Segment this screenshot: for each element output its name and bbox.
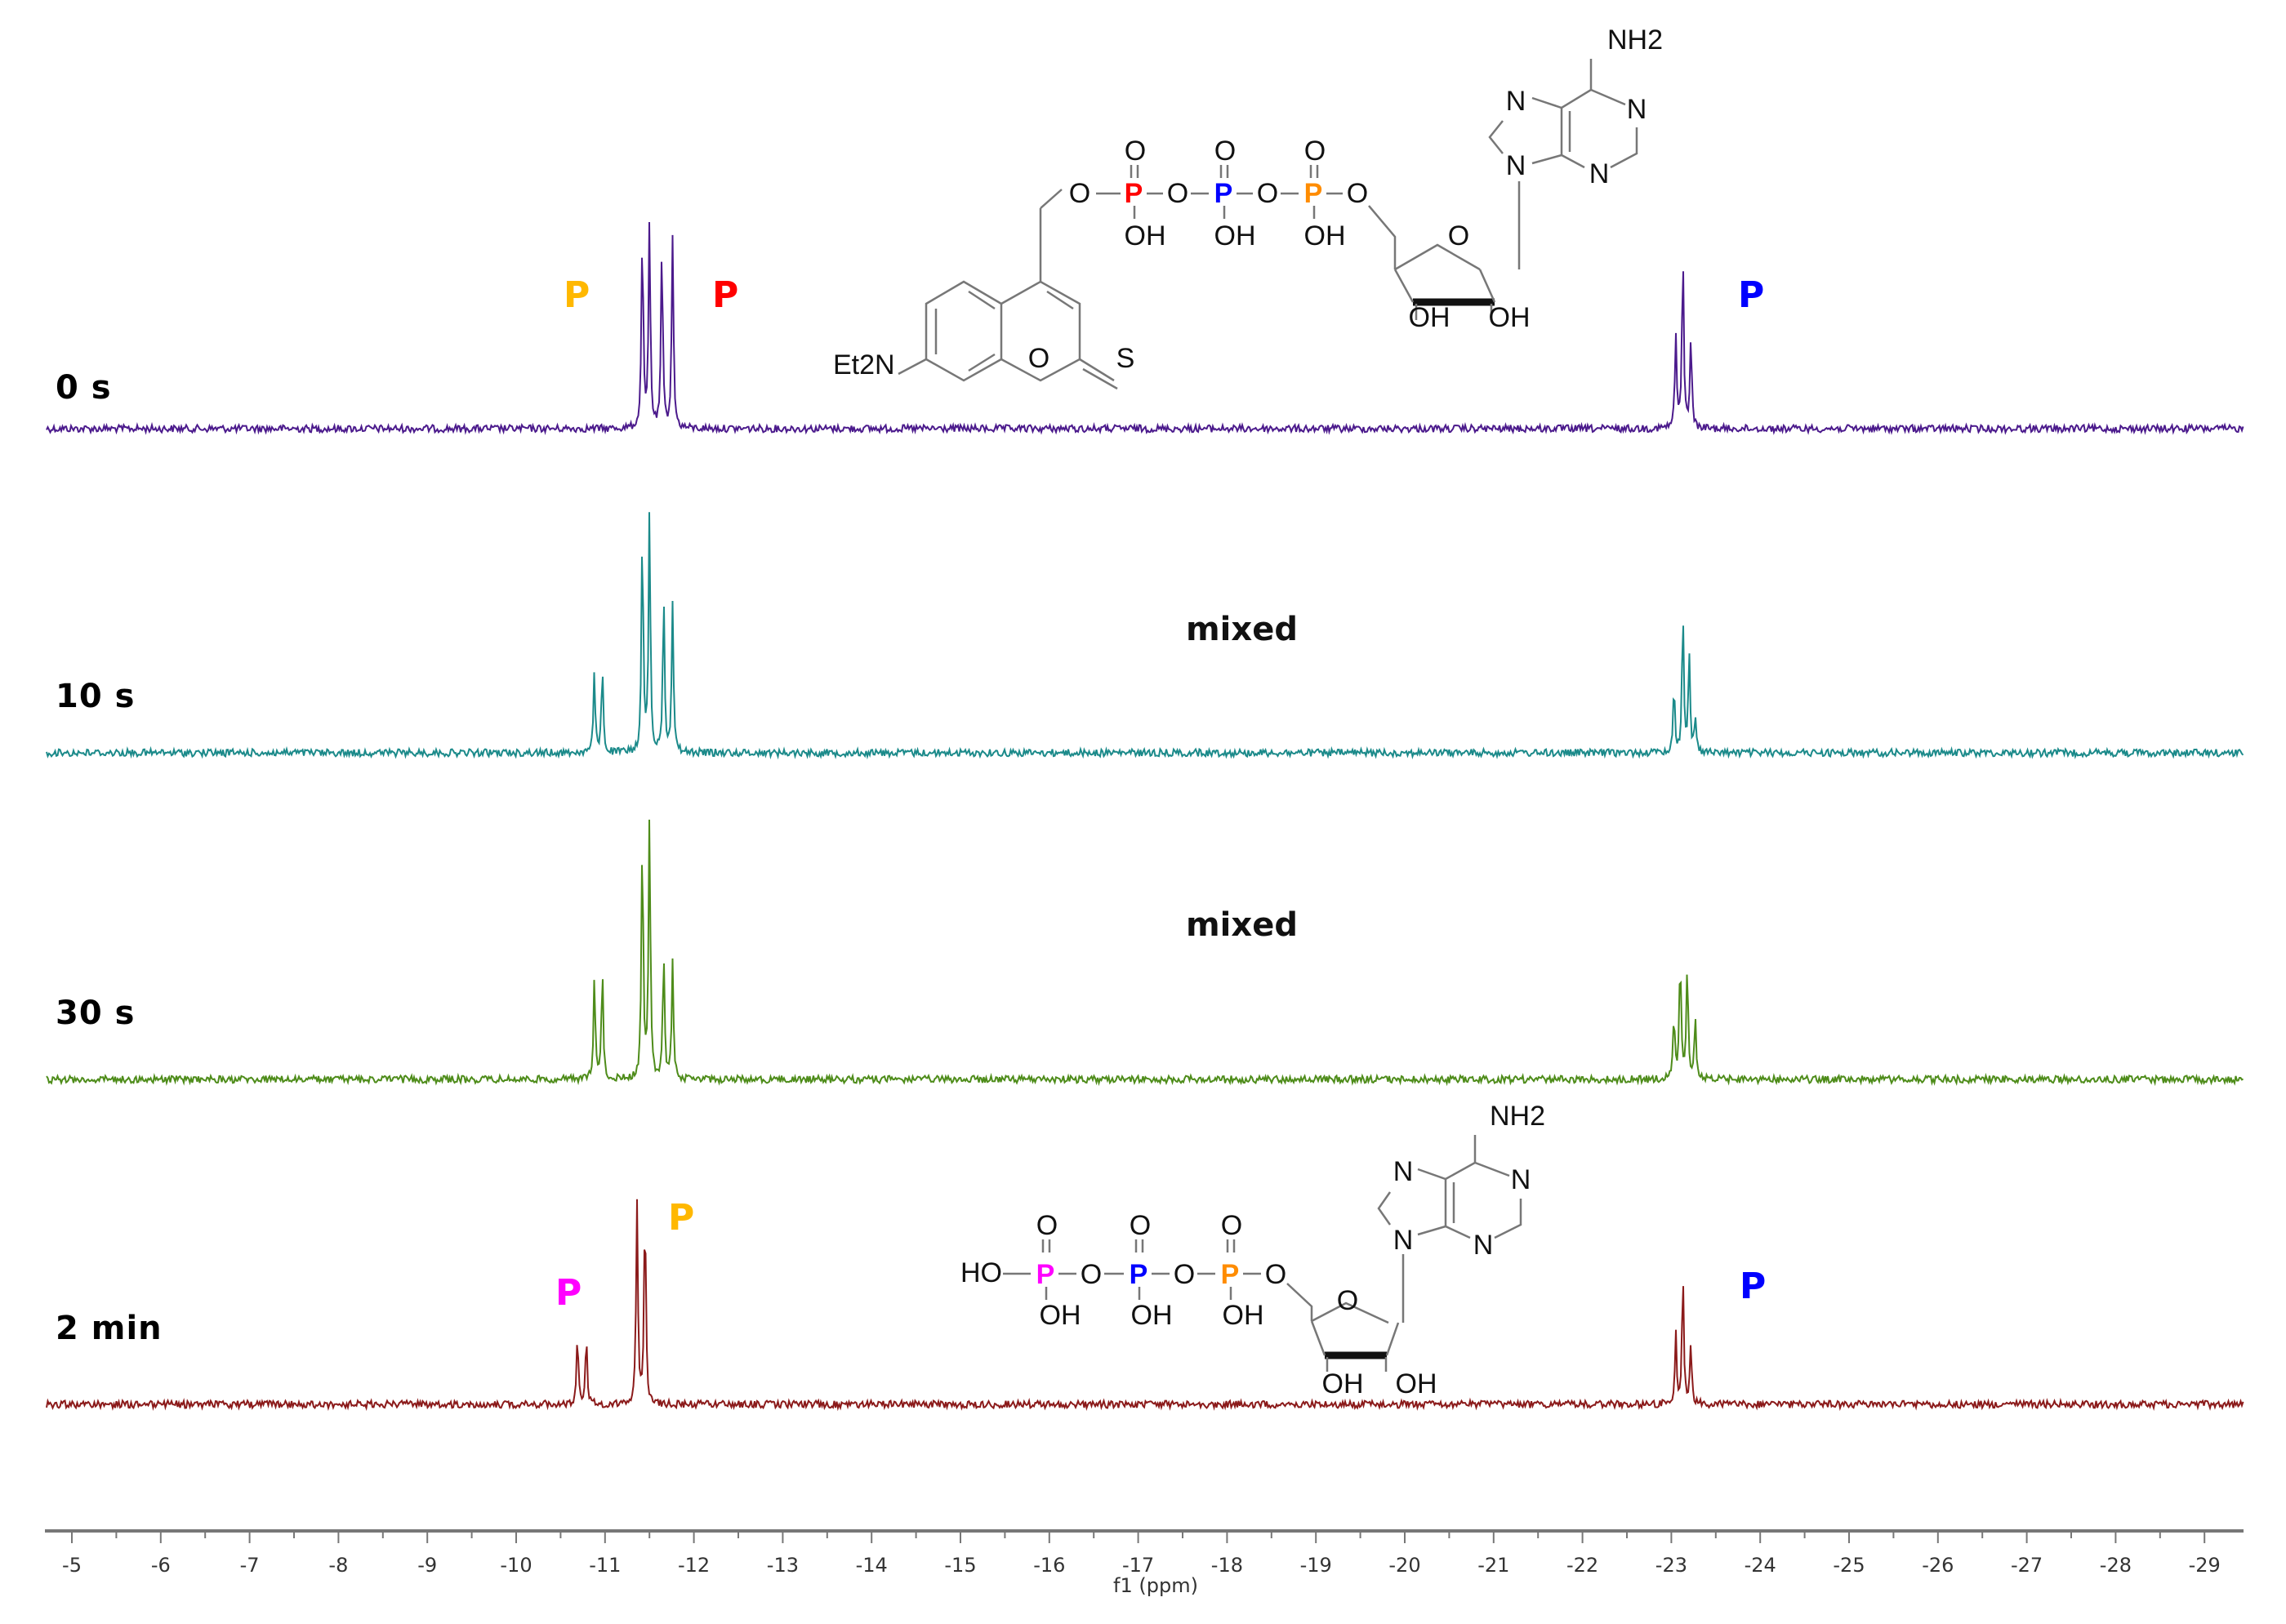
svg-text:O: O (1130, 1210, 1151, 1241)
svg-text:O: O (1081, 1259, 1102, 1290)
x-axis-title: f1 (ppm) (1113, 1574, 1198, 1597)
svg-text:N: N (1393, 1225, 1414, 1256)
atp-structure: HO P O P O P O O O O OH OH OH O OH OH (960, 1101, 1545, 1399)
svg-text:N: N (1627, 94, 1647, 125)
x-tick-label: -16 (1033, 1554, 1065, 1577)
p-label-gamma-2min: P (555, 1272, 582, 1314)
x-tick-label: -11 (589, 1554, 621, 1577)
p-label-gamma-0s: P (564, 274, 590, 316)
p-beta-atp: P (1130, 1259, 1148, 1290)
x-tick-label: -17 (1122, 1554, 1154, 1577)
svg-text:NH2: NH2 (1490, 1101, 1545, 1132)
x-tick-label: -28 (2100, 1554, 2132, 1577)
svg-text:O: O (1036, 1210, 1058, 1241)
svg-text:N: N (1511, 1164, 1531, 1195)
et2n-label: Et2N (833, 349, 895, 380)
p-gamma-cage: P (1304, 178, 1323, 209)
svg-text:O: O (1167, 178, 1188, 209)
x-tick-label: -12 (678, 1554, 710, 1577)
mixed-label-30s: mixed (1186, 906, 1298, 944)
svg-text:N: N (1589, 158, 1610, 189)
svg-text:O: O (1448, 220, 1469, 251)
svg-text:OH: OH (1304, 220, 1346, 251)
svg-text:O: O (1347, 178, 1368, 209)
x-axis-ticks: -5 -6 -7 -8 -9 -10 -11 -12 -13 -14 -15 -16 -17 -18 -19… (62, 1531, 2221, 1577)
x-tick-label: -6 (151, 1554, 171, 1577)
spectrum-trace-0s (46, 221, 2244, 436)
p-label-alpha-0s: P (712, 274, 739, 316)
svg-text:O: O (1257, 178, 1278, 209)
svg-text:OH: OH (1223, 1300, 1264, 1331)
svg-text:O: O (1069, 178, 1090, 209)
x-tick-label: -25 (1833, 1554, 1865, 1577)
svg-text:OH: OH (1409, 302, 1450, 333)
svg-text:S: S (1116, 343, 1135, 374)
x-tick-label: -26 (1922, 1554, 1954, 1577)
x-tick-label: -10 (500, 1554, 532, 1577)
x-tick-label: -21 (1477, 1554, 1509, 1577)
svg-text:O: O (1214, 136, 1236, 167)
mixed-label-10s: mixed (1186, 611, 1298, 648)
svg-text:O: O (1125, 136, 1146, 167)
svg-text:NH2: NH2 (1607, 24, 1663, 56)
x-tick-label: -7 (240, 1554, 260, 1577)
x-tick-label: -8 (328, 1554, 348, 1577)
x-tick-label: -22 (1566, 1554, 1598, 1577)
x-tick-label: -15 (944, 1554, 976, 1577)
x-tick-label: -27 (2011, 1554, 2043, 1577)
time-label-30s: 30 s (56, 994, 136, 1032)
svg-text:N: N (1506, 150, 1526, 181)
p-label-alpha-2min: P (668, 1197, 695, 1239)
svg-text:N: N (1473, 1230, 1494, 1261)
x-tick-label: -18 (1211, 1554, 1243, 1577)
svg-text:HO: HO (960, 1257, 1002, 1288)
svg-text:O: O (1221, 1210, 1242, 1241)
svg-text:OH: OH (1396, 1368, 1437, 1399)
spectrum-trace-2min (46, 1199, 2244, 1412)
x-tick-label: -19 (1300, 1554, 1332, 1577)
x-tick-label: -13 (767, 1554, 799, 1577)
x-tick-label: -23 (1655, 1554, 1687, 1577)
spectrum-trace-30s (46, 819, 2244, 1087)
x-tick-label: -5 (62, 1554, 82, 1577)
p-label-beta-2min: P (1740, 1266, 1767, 1307)
svg-text:O: O (1028, 343, 1049, 374)
caged-atp-structure: Et2N O S O P O P O P O O O O OH OH OH (833, 24, 1663, 390)
p-beta-cage: P (1214, 178, 1233, 209)
svg-text:O: O (1174, 1259, 1195, 1290)
x-tick-label: -29 (2189, 1554, 2221, 1577)
time-label-0s: 0 s (56, 369, 112, 407)
x-tick-label: -24 (1745, 1554, 1776, 1577)
svg-text:OH: OH (1131, 1300, 1173, 1331)
svg-text:O: O (1337, 1285, 1358, 1316)
svg-text:OH: OH (1125, 220, 1166, 251)
x-axis: -5 -6 -7 -8 -9 -10 -11 -12 -13 -14 -15 -16 -17 -18 -19… (45, 1529, 2244, 1597)
svg-text:N: N (1506, 86, 1526, 117)
spectra-traces (46, 221, 2244, 1412)
x-tick-label: -14 (856, 1554, 888, 1577)
svg-text:OH: OH (1322, 1368, 1364, 1399)
svg-text:OH: OH (1040, 1300, 1081, 1331)
p-label-beta-0s: P (1738, 274, 1765, 316)
p-alpha-cage: P (1125, 178, 1143, 209)
time-label-2min: 2 min (56, 1310, 163, 1347)
x-tick-label: -9 (417, 1554, 437, 1577)
svg-text:O: O (1265, 1259, 1286, 1290)
p-alpha-atp: P (1221, 1259, 1240, 1290)
svg-text:OH: OH (1214, 220, 1256, 251)
x-tick-label: -20 (1388, 1554, 1420, 1577)
svg-text:OH: OH (1489, 302, 1531, 333)
time-label-10s: 10 s (56, 678, 136, 715)
p-gamma-atp: P (1036, 1259, 1055, 1290)
spectrum-trace-10s (46, 512, 2244, 760)
svg-text:O: O (1304, 136, 1326, 167)
svg-text:N: N (1393, 1156, 1414, 1187)
